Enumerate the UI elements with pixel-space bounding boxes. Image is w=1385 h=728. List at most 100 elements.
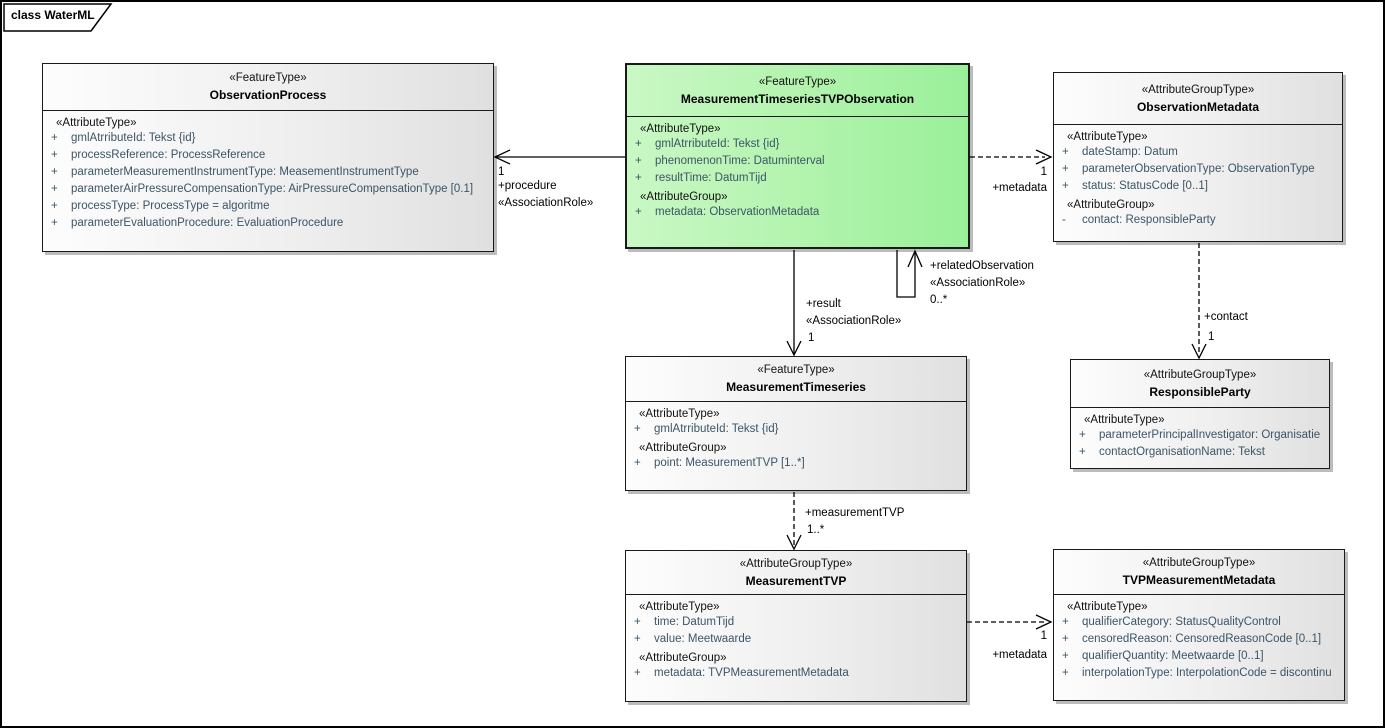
visibility: +: [635, 138, 642, 150]
class-stereotype: «FeatureType»: [229, 72, 307, 84]
open-arrowhead-icon: [493, 149, 511, 165]
class-box-tvp-measurement-metadata[interactable]: «AttributeGroupType» TVPMeasurementMetad…: [1053, 549, 1345, 701]
visibility: +: [1062, 667, 1069, 679]
attribute-row[interactable]: + qualifierQuantity: Meetwaarde [0..1]: [1054, 648, 1344, 665]
related-observation-multiplicity-label[interactable]: 0..*: [930, 294, 948, 306]
result-multiplicity-label[interactable]: 1: [808, 332, 815, 344]
attribute-text: parameterAirPressureCompensationType: Ai…: [71, 183, 474, 195]
connector-procedure-association[interactable]: [493, 149, 625, 165]
section-label: «AttributeGroup»: [640, 191, 728, 203]
attribute-text: parameterEvaluationProcedure: Evaluation…: [71, 217, 344, 229]
attribute-row[interactable]: +parameterAirPressureCompensationType: A…: [43, 181, 493, 198]
attribute-text: phenomenonTime: Datuminterval: [655, 155, 825, 167]
class-header: «FeatureType» ObservationProcess: [43, 64, 493, 111]
class-name: ResponsibleParty: [1149, 384, 1251, 399]
class-attribute-compartment: «AttributeType» +gmlAtrributeId: Tekst {…: [626, 402, 966, 472]
attribute-row[interactable]: +dateStamp: Datum: [1054, 144, 1342, 161]
connector-metadata-bottom-dependency[interactable]: [967, 614, 1053, 630]
attribute-text: parameterMeasurementInstrumentType: Meas…: [71, 166, 419, 178]
attribute-text: resultTime: DatumTijd: [655, 172, 767, 184]
attribute-row[interactable]: +censoredReason: CensoredReasonCode [0..…: [1054, 631, 1344, 648]
attribute-text: qualifierQuantity: Meetwaarde [0..1]: [1082, 650, 1264, 662]
class-box-responsible-party[interactable]: «AttributeGroupType» ResponsibleParty «A…: [1070, 359, 1330, 469]
open-arrowhead-icon: [786, 534, 802, 551]
attribute-row[interactable]: +value: Meetwaarde: [626, 631, 966, 648]
procedure-stereotype-label[interactable]: «AssociationRole»: [498, 197, 594, 209]
attribute-row[interactable]: +time: DatumTijd: [626, 614, 966, 631]
attribute-row[interactable]: +status: StatusCode [0..1]: [1054, 178, 1342, 195]
metadata-bottom-role-label[interactable]: +metadata: [992, 649, 1047, 661]
attribute-text: metadata: TVPMeasurementMetadata: [654, 667, 849, 679]
open-arrowhead-icon: [1035, 149, 1053, 165]
section-label: «AttributeType»: [639, 601, 720, 613]
class-stereotype: «AttributeGroupType»: [1142, 557, 1256, 569]
attribute-row[interactable]: +gmlAtrributeId: Tekst {id}: [626, 421, 966, 438]
procedure-multiplicity-label[interactable]: 1: [498, 166, 505, 178]
visibility: +: [635, 206, 642, 218]
visibility: +: [1062, 616, 1069, 628]
related-observation-role-label[interactable]: +relatedObservation: [930, 260, 1034, 272]
attribute-row[interactable]: +gmlAtrributeId: Tekst {id}: [43, 130, 493, 147]
result-stereotype-label[interactable]: «AssociationRole»: [806, 315, 902, 327]
related-observation-stereotype-label[interactable]: «AssociationRole»: [930, 277, 1026, 289]
attribute-row[interactable]: +parameterPrincipalInvestigator: Organis…: [1071, 427, 1329, 444]
attribute-row[interactable]: +parameterMeasurementInstrumentType: Mea…: [43, 164, 493, 181]
attribute-row[interactable]: +parameterObservationType: ObservationTy…: [1054, 161, 1342, 178]
connector-metadata-top-dependency[interactable]: [970, 149, 1053, 165]
connector-result-association[interactable]: [786, 250, 802, 357]
metadata-bottom-multiplicity-label[interactable]: 1: [1040, 630, 1047, 642]
class-box-measurement-tvp[interactable]: «AttributeGroupType» MeasurementTVP «Att…: [625, 550, 967, 702]
class-header: «AttributeGroupType» TVPMeasurementMetad…: [1054, 550, 1344, 595]
attribute-row[interactable]: +metadata: TVPMeasurementMetadata: [626, 665, 966, 682]
visibility: +: [1062, 650, 1069, 662]
visibility: +: [634, 633, 641, 645]
attribute-text: gmlAtrributeId: Tekst {id}: [654, 423, 779, 435]
visibility: +: [634, 457, 641, 469]
class-box-observation-metadata[interactable]: «AttributeGroupType» ObservationMetadata…: [1053, 72, 1343, 242]
attribute-row[interactable]: +gmlAtrributeId: Tekst {id}: [627, 136, 968, 153]
visibility: +: [634, 616, 641, 628]
class-box-measurement-timeseries[interactable]: «FeatureType» MeasurementTimeseries «Att…: [625, 356, 967, 491]
visibility: +: [1062, 180, 1069, 192]
visibility: +: [51, 149, 58, 161]
result-role-label[interactable]: +result: [806, 298, 841, 310]
attribute-text: censoredReason: CensoredReasonCode [0..1…: [1082, 633, 1322, 645]
contact-multiplicity-label[interactable]: 1: [1208, 331, 1215, 343]
measurement-tvp-multiplicity-label[interactable]: 1..*: [807, 524, 825, 536]
connector-measurement-tvp-dependency[interactable]: [786, 492, 802, 551]
visibility: +: [51, 200, 58, 212]
procedure-role-label[interactable]: +procedure: [498, 180, 557, 192]
attribute-row[interactable]: +contactOrganisationName: Tekst: [1071, 444, 1329, 461]
visibility: +: [51, 217, 58, 229]
attribute-row[interactable]: +metadata: ObservationMetadata: [627, 204, 968, 221]
attribute-row[interactable]: +qualifierCategory: StatusQualityControl: [1054, 614, 1344, 631]
section-label: «AttributeType»: [1067, 131, 1148, 143]
attribute-row[interactable]: +point: MeasurementTVP [1..*]: [626, 455, 966, 472]
visibility: -: [1062, 214, 1066, 226]
attribute-text: parameterObservationType: ObservationTyp…: [1082, 163, 1315, 175]
measurement-tvp-role-label[interactable]: +measurementTVP: [805, 507, 905, 519]
class-header: «AttributeGroupType» MeasurementTVP: [626, 551, 966, 595]
open-arrowhead-icon: [1191, 343, 1207, 360]
open-arrowhead-icon: [1035, 614, 1053, 630]
metadata-top-role-label[interactable]: +metadata: [992, 182, 1047, 194]
attribute-row[interactable]: -contact: ResponsibleParty: [1054, 212, 1342, 229]
metadata-top-multiplicity-label[interactable]: 1: [1040, 166, 1047, 178]
attribute-row[interactable]: + parameterEvaluationProcedure: Evaluatio…: [43, 215, 493, 232]
class-header: «AttributeGroupType» ResponsibleParty: [1071, 360, 1329, 408]
attribute-text: dateStamp: Datum: [1082, 146, 1178, 158]
contact-role-label[interactable]: +contact: [1204, 311, 1248, 323]
class-attribute-compartment: «AttributeType» +qualifierCategory: Stat…: [1054, 595, 1344, 682]
class-box-observation-process[interactable]: «FeatureType» ObservationProcess «Attrib…: [42, 63, 494, 252]
attribute-row[interactable]: +processReference: ProcessReference: [43, 147, 493, 164]
attribute-row[interactable]: +processType: ProcessType = algoritme: [43, 198, 493, 215]
connector-related-observation-self-association[interactable]: [896, 249, 923, 298]
attribute-row[interactable]: +interpolationType: InterpolationCode = …: [1054, 665, 1344, 682]
class-box-measurement-timeseries-tvp-observation[interactable]: «FeatureType» MeasurementTimeseriesTVPOb…: [625, 63, 970, 249]
attribute-row[interactable]: + phenomenonTime: Datuminterval: [627, 153, 968, 170]
visibility: +: [635, 155, 642, 167]
visibility: +: [635, 172, 642, 184]
attribute-row[interactable]: + resultTime: DatumTijd: [627, 170, 968, 187]
section-label: «AttributeType»: [56, 117, 137, 129]
connector-contact-dependency[interactable]: [1191, 243, 1207, 360]
